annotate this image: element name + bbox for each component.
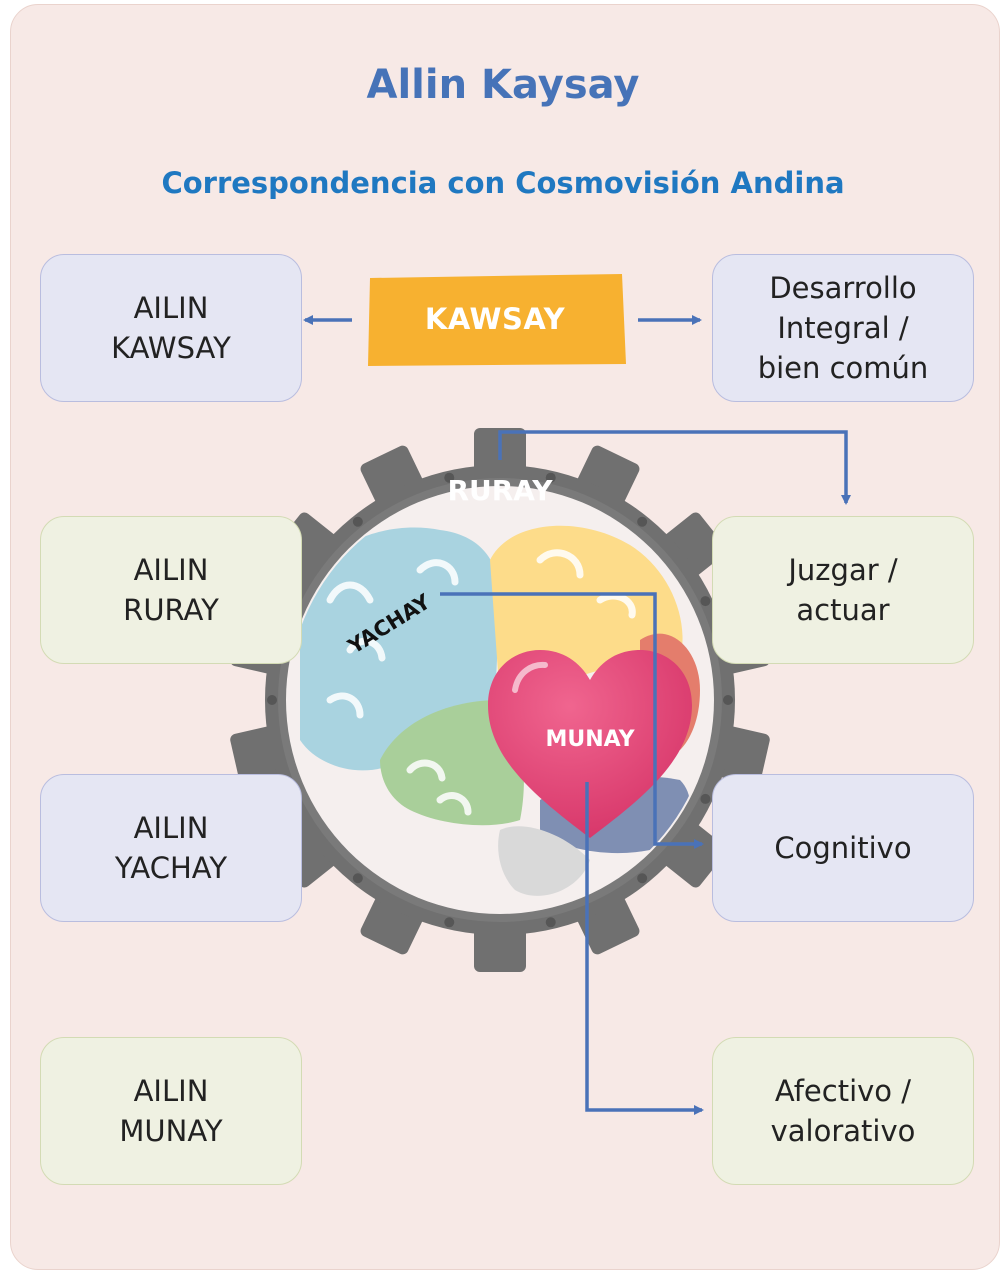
gear-bolt [700, 793, 711, 804]
box-desarrollo-integral: Desarrollo Integral / bien común [712, 254, 974, 402]
gear-bolt [637, 873, 648, 884]
connector-arrows [303, 315, 851, 1115]
box-ailin-munay: AILIN MUNAY [40, 1037, 302, 1185]
gear-bolt [352, 873, 363, 884]
heart-icon [488, 650, 692, 838]
box-juzgar-actuar: Juzgar / actuar [712, 516, 974, 664]
page-subtitle: Correspondencia con Cosmovisión Andina [161, 166, 845, 200]
kawsay-banner-shape [368, 274, 626, 366]
box-cognitivo-text: Cognitivo [774, 831, 912, 865]
heart-label: MUNAY [545, 727, 635, 752]
box-ailin-yachay-text: AILIN YACHAY [114, 811, 228, 885]
box-afectivo-valorativo: Afectivo / valorativo [712, 1037, 974, 1185]
gear-bolt [723, 695, 733, 705]
gear-bolt [444, 472, 455, 483]
gear-bolt [352, 516, 363, 527]
box-ailin-munay-text: AILIN MUNAY [119, 1074, 223, 1148]
box-ailin-yachay: AILIN YACHAY [40, 774, 302, 922]
box-ailin-kawsay: AILIN KAWSAY [40, 254, 302, 402]
box-ailin-ruray-text: AILIN RURAY [123, 553, 219, 627]
kawsay-label: KAWSAY [424, 302, 566, 336]
gear-bolt [545, 917, 556, 928]
kawsay-label-box: KAWSAY [366, 272, 624, 366]
box-ailin-kawsay-text: AILIN KAWSAY [111, 291, 231, 365]
gear-bolt [444, 917, 455, 928]
gear-label: RURAY [447, 474, 553, 507]
gear-bolt [637, 516, 648, 527]
box-ailin-ruray: AILIN RURAY [40, 516, 302, 664]
box-juzgar-actuar-text: Juzgar / actuar [788, 553, 898, 627]
gear-bolt [700, 596, 711, 607]
gear-bolt [267, 695, 277, 705]
gear-bolt [545, 472, 556, 483]
box-cognitivo: Cognitivo [712, 774, 974, 922]
box-afectivo-valorativo-text: Afectivo / valorativo [770, 1074, 916, 1148]
box-desarrollo-integral-text: Desarrollo Integral / bien común [757, 271, 929, 385]
page-title: Allin Kaysay [366, 62, 640, 108]
